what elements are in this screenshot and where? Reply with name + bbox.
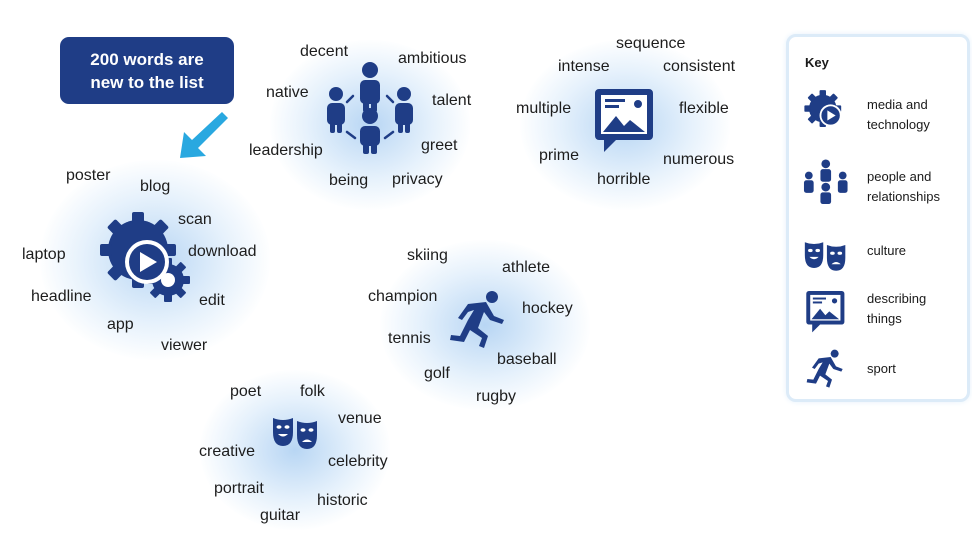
key-label-media: media and technology	[867, 97, 930, 132]
word-folk: folk	[300, 383, 325, 400]
word-decent: decent	[300, 43, 349, 60]
pointer-arrow-icon	[180, 112, 228, 158]
key-item-people: people and relationships	[789, 159, 967, 209]
word-native: native	[266, 84, 309, 101]
key-item-culture: culture	[789, 233, 967, 283]
banner-line-1: 200 words are	[90, 49, 204, 69]
word-multiple: multiple	[516, 100, 572, 117]
word-prime: prime	[539, 147, 580, 164]
word-athlete: athlete	[502, 259, 551, 276]
word-edit: edit	[199, 292, 225, 309]
word-flexible: flexible	[679, 100, 729, 117]
word-portrait: portrait	[214, 480, 264, 497]
key-item-sport: sport	[789, 349, 967, 401]
key-item-media: media and technology	[789, 89, 967, 139]
theatre-masks-icon	[804, 242, 846, 271]
word-skiing: skiing	[407, 247, 448, 264]
word-ambitious: ambitious	[398, 50, 467, 67]
banner-line-2: new to the list	[90, 72, 204, 92]
word-poet: poet	[230, 383, 262, 400]
word-champion: champion	[368, 288, 438, 305]
picture-frame-icon	[595, 89, 653, 152]
word-greet: greet	[421, 137, 458, 154]
word-laptop: laptop	[22, 246, 66, 263]
theatre-masks-icon	[273, 418, 317, 449]
word-numerous: numerous	[663, 151, 735, 168]
runner-icon	[450, 291, 504, 348]
key-label-sport: sport	[867, 361, 896, 376]
word-rugby: rugby	[476, 388, 517, 405]
runner-icon	[806, 349, 843, 388]
word-baseball: baseball	[497, 351, 557, 368]
word-talent: talent	[432, 92, 472, 109]
new-words-banner: 200 words are new to the list	[60, 37, 234, 104]
word-scan: scan	[178, 211, 212, 228]
word-hockey: hockey	[522, 300, 573, 317]
word-being: being	[329, 172, 369, 189]
word-tennis: tennis	[388, 330, 431, 347]
word-download: download	[188, 243, 257, 260]
key-label-describing: describing things	[867, 291, 927, 326]
key-label-culture: culture	[867, 243, 907, 258]
word-golf: golf	[424, 365, 450, 382]
word-historic: historic	[317, 492, 368, 509]
word-viewer: viewer	[161, 337, 208, 354]
word-consistent: consistent	[663, 58, 736, 75]
word-guitar: guitar	[260, 507, 301, 524]
word-horrible: horrible	[597, 171, 651, 188]
word-intense: intense	[558, 58, 610, 75]
word-poster: poster	[66, 167, 111, 184]
picture-frame-icon	[806, 290, 845, 333]
key-panel: Key media and technology	[786, 34, 970, 402]
word-blog: blog	[140, 178, 171, 195]
word-leadership: leadership	[249, 142, 323, 159]
word-app: app	[107, 316, 134, 333]
word-creative: creative	[199, 443, 256, 460]
word-headline: headline	[31, 288, 92, 305]
key-label-people: people and relationships	[867, 169, 940, 204]
word-privacy: privacy	[392, 171, 443, 188]
gear-play-icon	[804, 90, 842, 127]
people-group-icon	[327, 62, 413, 154]
people-group-icon	[803, 159, 848, 205]
gear-play-icon	[100, 212, 190, 302]
key-item-describing: describing things	[789, 289, 967, 339]
key-title: Key	[805, 55, 829, 70]
word-venue: venue	[338, 410, 382, 427]
word-sequence: sequence	[616, 35, 686, 52]
word-celebrity: celebrity	[328, 453, 388, 470]
